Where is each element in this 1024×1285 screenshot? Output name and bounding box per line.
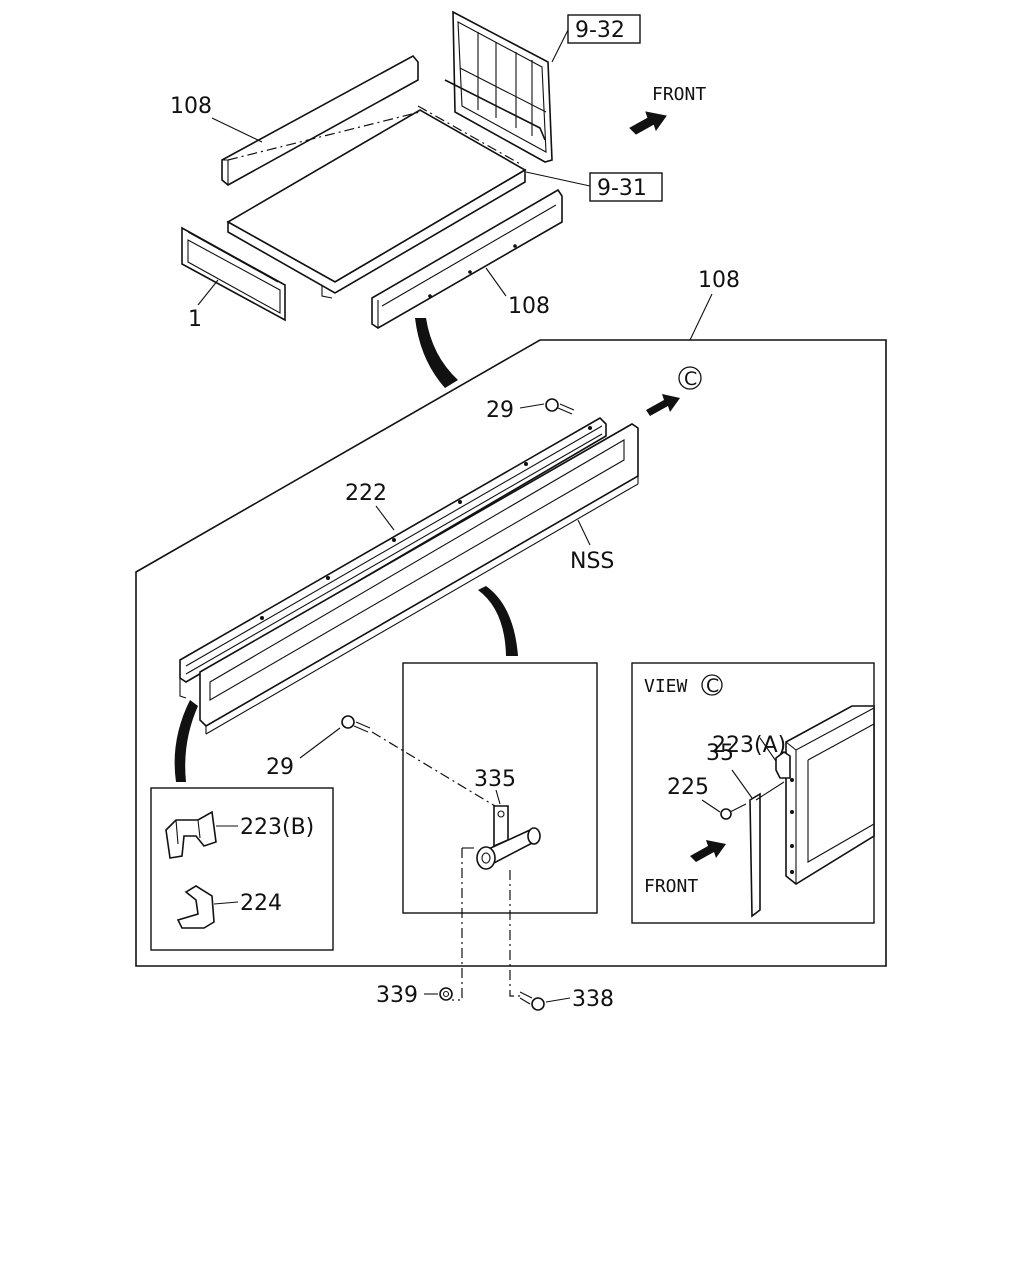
bolt-338	[519, 991, 545, 1011]
detail-arrow-icon	[415, 318, 458, 388]
label-nss: NSS	[570, 549, 614, 574]
label-222: 222	[345, 481, 387, 506]
label-1: 1	[188, 307, 202, 332]
label-225: 225	[667, 775, 709, 800]
label-224: 224	[240, 891, 282, 916]
detail-arrow-2-icon	[478, 586, 518, 656]
label-338: 338	[572, 987, 614, 1012]
c-marker-label: C	[684, 368, 697, 390]
floor-part	[226, 105, 527, 299]
view-c-panel-part	[785, 705, 875, 885]
label-35: 35	[706, 741, 734, 766]
side-rail-part	[179, 417, 639, 735]
label-339: 339	[376, 983, 418, 1008]
hinge-detail-box	[402, 662, 598, 914]
front-label-top: FRONT	[652, 84, 706, 105]
c-marker-circle	[678, 366, 702, 390]
ref-9-32-label: 9-32	[575, 18, 625, 43]
front-arrow-view-icon	[690, 840, 726, 862]
front-label-view: FRONT	[644, 876, 698, 897]
clip-detail-box	[150, 787, 334, 951]
clip-223a-part	[775, 751, 791, 779]
bolt-29-bottom	[341, 715, 371, 733]
clip-223b-part	[165, 810, 217, 859]
label-29-top: 29	[486, 398, 514, 423]
hinge-335-part	[476, 805, 541, 870]
headboard-part	[444, 10, 553, 163]
label-335: 335	[474, 767, 516, 792]
label-223a: 223(A)	[712, 733, 786, 758]
view-c-label: VIEW	[644, 676, 688, 697]
label-223b: 223(B)	[240, 815, 314, 840]
detail-arrow-3-icon	[174, 700, 198, 782]
view-c-arrow-icon	[646, 394, 680, 416]
ref-box-9-32	[567, 14, 641, 44]
clip-224-part	[176, 885, 215, 929]
screw-225	[720, 803, 747, 820]
side-panel-right	[371, 188, 563, 329]
strip-35-part	[749, 781, 785, 918]
front-arrow-icon	[629, 111, 667, 135]
tailgate-part	[181, 226, 286, 322]
label-108-left: 108	[170, 94, 212, 119]
label-29-bottom: 29	[266, 755, 294, 780]
side-panel-left	[221, 54, 419, 186]
ref-9-31-label: 9-31	[597, 176, 647, 201]
ref-box-9-31	[589, 172, 663, 202]
label-108-right: 108	[508, 294, 550, 319]
nut-339	[439, 987, 453, 1001]
bolt-29-top	[545, 398, 575, 415]
detail-frame	[135, 339, 887, 967]
view-c-marker-circle	[701, 674, 723, 696]
label-108-box: 108	[698, 268, 740, 293]
view-c-marker-label: C	[706, 675, 719, 697]
